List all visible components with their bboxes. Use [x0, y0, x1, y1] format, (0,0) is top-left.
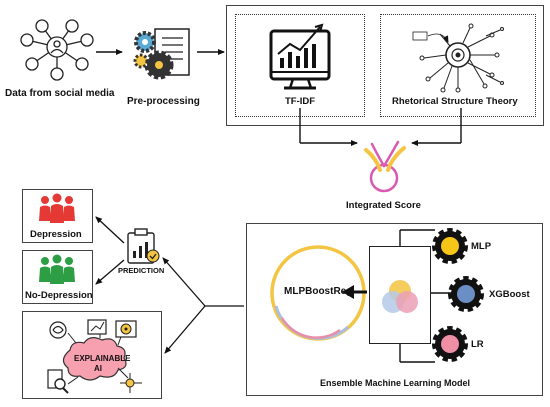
xai-label-line2: AI — [94, 364, 102, 373]
integrated-score-label: Integrated Score — [346, 200, 421, 211]
top-flow-arrows — [96, 49, 462, 146]
lr-label: LR — [471, 339, 484, 350]
prediction-clipboard-icon — [127, 228, 160, 264]
preprocessing-icon — [133, 28, 190, 80]
rst-label: Rhetorical Structure Theory — [392, 96, 518, 107]
ensemble-connectors — [399, 229, 452, 363]
ensemble-venn-icon — [382, 280, 418, 313]
gear-mlp-icon — [432, 228, 468, 264]
preprocessing-label: Pre-processing — [127, 96, 200, 107]
depression-label: Depression — [30, 229, 82, 240]
tfidf-label: TF-IDF — [285, 96, 316, 107]
social-network-icon — [20, 19, 94, 81]
gear-lr-icon — [432, 326, 468, 362]
no-depression-label: No-Depression — [25, 290, 93, 301]
xai-magnifier-icon — [47, 369, 69, 394]
no-depression-people-icon — [39, 254, 75, 284]
depression-people-icon — [39, 193, 75, 223]
ensemble-to-mlpboostreg-arrow — [342, 285, 367, 299]
feature-extraction-container — [226, 5, 544, 126]
mlpboostreg-ring-icon — [270, 245, 366, 341]
integrated-score-icon — [364, 140, 406, 193]
prediction-arrows — [95, 216, 244, 354]
gear-xgboost-icon — [448, 276, 484, 312]
xai-illustration — [47, 319, 142, 394]
mlp-label: MLP — [471, 241, 492, 252]
rst-circuit-brain-icon — [412, 23, 504, 93]
mlpboostreg-label: MLPBoostReg — [284, 286, 353, 297]
xai-label-line1: EXPLAINABLE — [74, 354, 131, 363]
xai-target-icon — [115, 320, 137, 338]
prediction-label: PREDICTION — [118, 266, 165, 275]
ensemble-label: Ensemble Machine Learning Model — [320, 378, 471, 388]
social-media-label: Data from social media — [5, 88, 115, 99]
xai-brain-icon — [49, 321, 67, 339]
tfidf-monitor-icon — [269, 23, 331, 90]
xai-network-icon — [120, 373, 142, 393]
rst-box — [380, 14, 536, 117]
xgboost-label: XGBoost — [489, 289, 530, 300]
